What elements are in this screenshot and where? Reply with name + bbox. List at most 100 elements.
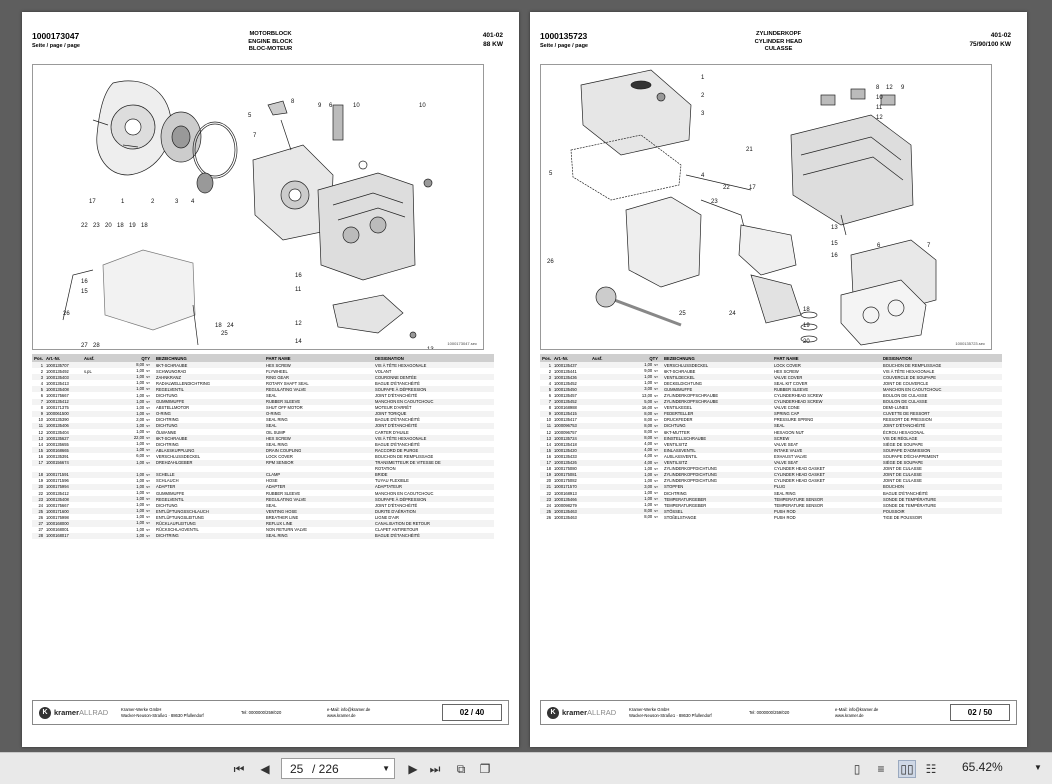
cell-des: VIS À TÊTE HEXAGONALE bbox=[375, 435, 427, 441]
svg-text:3: 3 bbox=[175, 199, 179, 205]
cell-qty-value: 22,00 bbox=[133, 435, 145, 441]
cell-des: DEMI-LUNES bbox=[883, 405, 909, 411]
cell-pos: 24 bbox=[546, 502, 551, 508]
svg-text:13: 13 bbox=[831, 225, 838, 231]
page-number-input[interactable]: 25 / 226 ▼ bbox=[281, 758, 395, 779]
cell-art: 1000168665 bbox=[46, 447, 69, 453]
svg-text:17: 17 bbox=[749, 185, 756, 191]
cell-qty-value: 1,00 bbox=[644, 465, 653, 471]
continuous-view-icon[interactable]: ≡ bbox=[877, 762, 885, 776]
cell-des: TUYAU FLEXIBLE bbox=[375, 478, 409, 484]
cell-pn: VALVE CONE bbox=[774, 405, 800, 411]
cell-bez: GUMMIMUFFE bbox=[156, 490, 185, 496]
cell-bez: 6KT-SCHRAUBE bbox=[156, 362, 188, 368]
cell-qty-unit: ST bbox=[654, 405, 658, 410]
copy-icon[interactable]: ❐ bbox=[479, 762, 491, 776]
cell-qty-unit: ST bbox=[146, 515, 150, 520]
title-fr: CULASSE bbox=[764, 46, 793, 53]
svg-text:8: 8 bbox=[876, 85, 880, 91]
cell-art: 1000168988 bbox=[554, 405, 577, 411]
cell-qty-value: 4,00 bbox=[644, 459, 653, 465]
prev-page-icon[interactable]: ◀ bbox=[260, 762, 270, 776]
two-page-continuous-icon[interactable]: ☷ bbox=[925, 762, 937, 776]
two-page-view-icon[interactable]: ▯▯ bbox=[898, 760, 916, 778]
cell-bez: VERSCHLUSSDECKEL bbox=[156, 453, 201, 459]
cell-qty-value: 1,00 bbox=[136, 422, 145, 428]
current-page[interactable]: 25 bbox=[290, 761, 304, 776]
cell-des: VIS À TÊTE HEXAGONALE bbox=[883, 368, 935, 374]
cell-des: ÉCROU HEXAGONAL bbox=[883, 429, 925, 435]
svg-text:16: 16 bbox=[81, 279, 88, 285]
page-dropdown-icon[interactable]: ▼ bbox=[382, 764, 390, 773]
cell-art: 1000135655 bbox=[46, 441, 69, 447]
cell-pos: 26 bbox=[38, 514, 43, 520]
export-icon[interactable]: ⧉ bbox=[456, 761, 466, 776]
cell-bez: AUSLASSVENTIL bbox=[664, 453, 698, 459]
cell-des: ADAPTATEUR bbox=[375, 484, 402, 490]
first-page-icon[interactable]: ⏮ bbox=[233, 761, 245, 776]
cell-pos: 10 bbox=[38, 417, 43, 423]
cell-pn: HEX SCREW bbox=[774, 368, 799, 374]
cell-des: POUSSOIR bbox=[883, 508, 905, 514]
cell-des: TRANSMETTEUR DE VITESSE DE bbox=[375, 460, 441, 466]
col-pn: PART NAME bbox=[266, 355, 291, 361]
cell-art: 1000175082 bbox=[554, 478, 577, 484]
cell-qty-value: 1,00 bbox=[136, 471, 145, 477]
next-page-icon[interactable]: ▶ bbox=[408, 762, 418, 776]
last-page-icon[interactable]: ⏭ bbox=[429, 761, 441, 776]
cell-pos: 22 bbox=[546, 490, 551, 496]
kramer-logo-icon: K bbox=[547, 706, 559, 719]
cell-pn: SPRING CAP bbox=[774, 411, 800, 417]
seite-label: Seite / page / page bbox=[32, 43, 80, 49]
cell-pos: 22 bbox=[38, 490, 43, 496]
cell-art: 1000135452 bbox=[554, 399, 577, 405]
col-pn: PART NAME bbox=[774, 355, 799, 361]
cell-pn: CYLINDERHEAD SCREW bbox=[774, 393, 823, 399]
cell-art: 1000135463 bbox=[554, 514, 577, 520]
zoom-level[interactable]: 65.42% bbox=[962, 760, 1003, 774]
zoom-dropdown-icon[interactable]: ▼ bbox=[1034, 763, 1042, 772]
cell-pos: 11 bbox=[38, 423, 43, 429]
cell-art: 1000135408 bbox=[46, 496, 69, 502]
cell-pos: 12 bbox=[38, 429, 43, 435]
cell-qty-value: 1,00 bbox=[644, 477, 653, 483]
cell-qty-unit: ST bbox=[146, 509, 150, 514]
cell-qty-unit: ST bbox=[146, 472, 150, 477]
cell-pn: INTAKE VALVE bbox=[774, 447, 803, 453]
cell-pos: 8 bbox=[40, 405, 43, 411]
cell-pn: EXHAUST VALVE bbox=[774, 453, 807, 459]
cell-bez: FEDERTELLER bbox=[664, 411, 694, 417]
cell-qty-unit: ST bbox=[146, 460, 150, 465]
cell-des: SIÈGE DE SOUPAPE bbox=[883, 441, 923, 447]
cell-bez: GUMMIMUFFE bbox=[156, 399, 185, 405]
col-art: Art.-Nr. bbox=[46, 355, 61, 361]
cell-bez: ABSTELLMOTOR bbox=[156, 405, 190, 411]
viewer-toolbar: ⏮ ◀ 25 / 226 ▼ ▶ ⏭ ⧉ ❐ ▯ ≡ ▯▯ ☷ 65.42% ▼ bbox=[0, 752, 1052, 784]
cell-pos: 5 bbox=[548, 386, 551, 392]
cell-qty-value: 8,00 bbox=[644, 410, 653, 416]
cell-bez: DICHTUNG bbox=[156, 423, 178, 429]
svg-text:6: 6 bbox=[877, 243, 881, 249]
single-page-view-icon[interactable]: ▯ bbox=[853, 762, 861, 776]
cell-pos: 16 bbox=[38, 453, 43, 459]
cell-qty-value: 6,00 bbox=[136, 453, 145, 459]
cell-qty-value: 1,00 bbox=[136, 502, 145, 508]
cell-qty-unit: ST bbox=[146, 430, 150, 435]
cell-pos: 24 bbox=[38, 502, 43, 508]
cell-bez: DECKELDICHTUNG bbox=[664, 380, 702, 386]
cell-qty-unit: ST bbox=[146, 363, 150, 368]
total-pages: / 226 bbox=[312, 761, 339, 776]
cell-bez: DICHTRING bbox=[156, 417, 179, 423]
